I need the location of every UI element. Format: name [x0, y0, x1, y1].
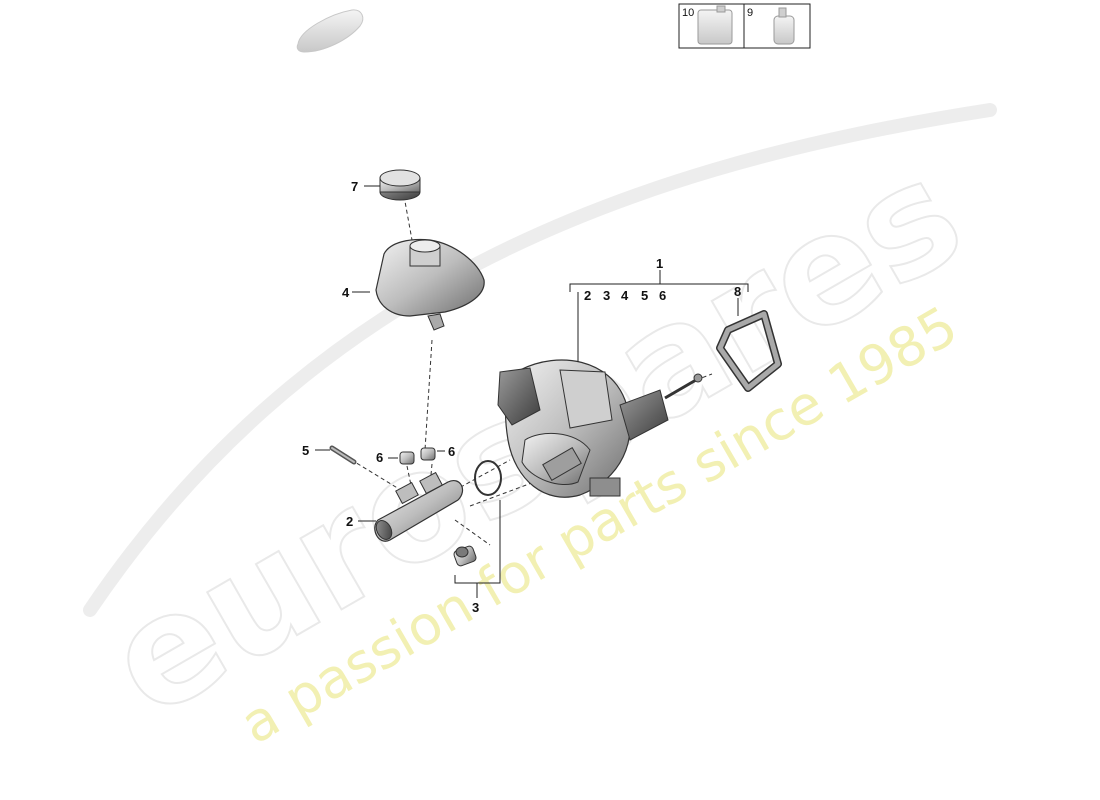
fluid-bottle-icon: [773, 7, 795, 45]
fluids-box-left-number: 10: [682, 7, 694, 19]
pin: [329, 445, 357, 465]
callout-group-3: 3: [603, 288, 610, 303]
callout-7: 7: [351, 179, 358, 194]
leader-lines: [315, 185, 749, 598]
fluids-box-right-number: 9: [747, 7, 753, 19]
o-ring: [474, 460, 502, 496]
callout-2: 2: [346, 514, 353, 529]
callout-6-right: 6: [448, 444, 455, 459]
callout-3: 3: [472, 600, 479, 615]
callout-group-2: 2: [584, 288, 591, 303]
brake-booster: [497, 359, 703, 498]
reservoir-cap: [379, 169, 421, 201]
fluid-reservoir: [375, 238, 485, 331]
callout-6-left: 6: [376, 450, 383, 465]
callout-group-6: 6: [659, 288, 666, 303]
fluid-canister-icon: [697, 5, 733, 45]
callout-group-4: 4: [621, 288, 629, 303]
gasket: [716, 310, 782, 392]
callout-5: 5: [302, 443, 309, 458]
fluids-box: 10 9: [678, 3, 811, 49]
callout-1: 1: [656, 256, 663, 271]
callout-8: 8: [734, 284, 741, 299]
callout-group-5: 5: [641, 288, 648, 303]
grommet-right: [420, 447, 436, 461]
vehicle-thumbnail: [296, 9, 364, 53]
master-cylinder: [374, 471, 463, 542]
grommet-left: [399, 451, 415, 465]
callout-4: 4: [342, 285, 350, 300]
callout-labels: 7 4 5 2 6 6 1 8 3 2 3 4 5 6: [302, 179, 741, 615]
seal: [453, 545, 477, 567]
